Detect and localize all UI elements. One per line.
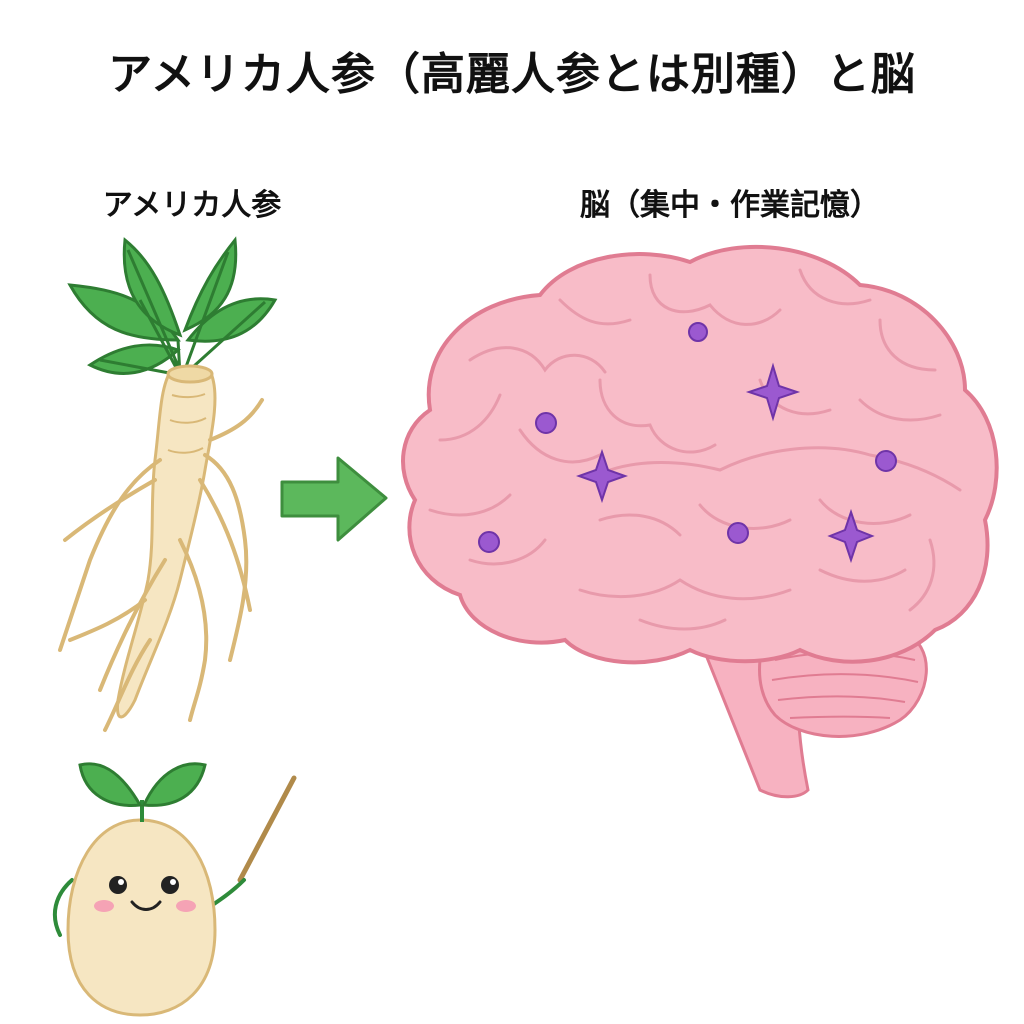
- brain-activity-sparkles: [478, 322, 897, 564]
- mascot-eye: [161, 876, 179, 894]
- ginseng-label: アメリカ人参: [102, 188, 282, 223]
- mascot-body: [66, 818, 217, 1017]
- ginseng-leaves: [67, 236, 278, 377]
- brain-label: 脳（集中・作業記憶）: [580, 188, 880, 223]
- leaf: [185, 297, 278, 343]
- mascot-cheek: [176, 900, 196, 912]
- page-title: アメリカ人参（高麗人参とは別種）と脳: [108, 49, 916, 100]
- brain-illustration: [401, 244, 999, 799]
- activity-dot: [688, 322, 708, 342]
- sprout-leaf: [78, 762, 143, 807]
- mascot-cheek: [94, 900, 114, 912]
- activity-dot: [875, 450, 897, 472]
- mascot-smile: [130, 900, 162, 911]
- mascot-eye: [109, 876, 127, 894]
- sparkle-icon: [575, 448, 629, 504]
- leaf: [87, 343, 181, 375]
- activity-dot: [478, 531, 500, 553]
- ginseng-rootlets: [58, 398, 264, 732]
- sprout-leaf: [141, 762, 207, 807]
- ginseng-root-illustration: [58, 236, 278, 732]
- pointer-stick: [237, 775, 297, 883]
- sprout-mascot: [52, 762, 297, 1017]
- activity-dot: [535, 412, 557, 434]
- sparkle-icon: [745, 362, 801, 422]
- cerebrum: [401, 244, 999, 665]
- sparkle-icon: [827, 508, 875, 564]
- arrow-right-icon: [280, 456, 388, 542]
- ginseng-root-body: [115, 366, 217, 719]
- activity-dot: [727, 522, 749, 544]
